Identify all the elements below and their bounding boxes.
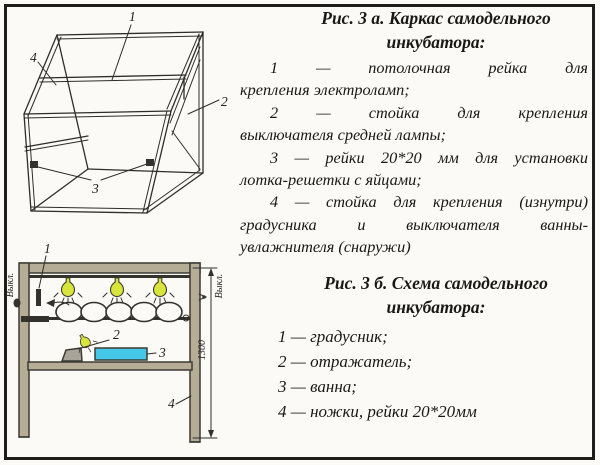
label-ceiling-rail: 1 <box>129 9 136 24</box>
rail-block-right <box>146 159 154 166</box>
caption-line: 1 — потолочная рейка для <box>270 58 588 77</box>
top-beam <box>19 262 201 274</box>
switch-knob-left <box>13 298 21 308</box>
figure-b-title-line1: Рис. 3 б. Схема самодельного <box>324 272 548 293</box>
reflector <box>60 347 83 362</box>
lamp-bulb-icon <box>53 277 83 305</box>
leader-reflector <box>77 339 110 350</box>
leg-ends <box>18 436 201 443</box>
switch-label-right: Выкл. <box>214 274 225 299</box>
caption-line: увлажнителя (снаружи) <box>240 237 411 257</box>
figure-b-title-line2: инкубатора: <box>386 296 486 317</box>
caption-line: лотка-решетки с яйцами; <box>240 170 422 190</box>
floor-beam <box>27 361 193 371</box>
figure-b-list-item: 3 — ванна; <box>278 376 357 396</box>
leader-thermometer <box>38 255 47 289</box>
caption-line: градусника и выключателя ванны- <box>240 214 588 234</box>
label-egg-rails: 3 <box>91 181 99 196</box>
switch-label-left: Выкл. <box>6 273 16 298</box>
leader-bath <box>146 352 157 355</box>
figure-a-caption: 1 — потолочная рейка для крепления элект… <box>240 57 588 259</box>
figure-b-title: Рис. 3 б. Схема самодельного инкубатора: <box>240 271 588 319</box>
frame-wireframe <box>23 31 204 214</box>
lamp-bulb-icon <box>102 277 132 305</box>
figure-b-list: 1 — градусник; 2 — отражатель; 3 — ванна… <box>240 324 588 424</box>
page-border <box>4 4 595 460</box>
caption-line: выключателя средней лампы; <box>240 125 446 145</box>
figure-b-drawing: Выкл. Выкл. 1300 1 2 3 4 <box>6 241 225 443</box>
leader-3 <box>37 163 148 181</box>
figure-b-list-item: 4 — ножки, рейки 20*20мм <box>278 401 477 421</box>
dimension-value: 1300 <box>197 340 208 360</box>
caption-column: Рис. 3 а. Каркас самодельного инкубатора… <box>240 6 588 424</box>
leader-4 <box>37 61 57 86</box>
dimension-line <box>192 267 218 439</box>
caption-line: 4 — стойка для крепления (изнутри) <box>270 192 588 212</box>
left-leg <box>18 262 30 438</box>
label-reflector: 2 <box>113 327 120 342</box>
leader-1 <box>111 24 132 81</box>
figure-a-title: Рис. 3 а. Каркас самодельного инкубатора… <box>240 6 588 54</box>
figure-a-title-line1: Рис. 3 а. Каркас самодельного <box>321 8 551 28</box>
label-bath: 3 <box>158 345 166 360</box>
thermometer <box>36 289 41 306</box>
caption-line: 3 — рейки 20*20 мм для установки <box>270 147 588 167</box>
reflector-bulb-icon <box>78 333 98 353</box>
leader-2 <box>187 99 220 115</box>
lamp-bulb-icon <box>145 277 175 305</box>
leader-legs <box>175 395 192 405</box>
tray-pivot-bracket <box>21 316 49 322</box>
figure-b-list-item: 2 — отражатель; <box>278 351 413 371</box>
label-inner-post: 4 <box>30 50 37 65</box>
figure-b-list-item: 1 — градусник; <box>278 326 388 346</box>
caption-line: крепления электроламп; <box>240 80 410 100</box>
figure-a-drawing: 1 4 2 3 <box>23 9 228 214</box>
water-bath <box>94 347 148 361</box>
figure-a-title-line2: инкубатора: <box>386 32 486 52</box>
rail-block-left <box>30 161 38 168</box>
caption-line: 2 — стойка для крепления <box>270 102 588 122</box>
lamp-rail <box>29 275 190 278</box>
eggs-row <box>55 301 183 323</box>
label-legs: 4 <box>168 396 175 411</box>
label-switch-post: 2 <box>221 94 228 109</box>
label-thermometer: 1 <box>44 241 51 256</box>
tray-hook <box>182 314 190 322</box>
turn-arrow-icon <box>46 299 70 307</box>
switch-knob-right <box>198 293 208 301</box>
